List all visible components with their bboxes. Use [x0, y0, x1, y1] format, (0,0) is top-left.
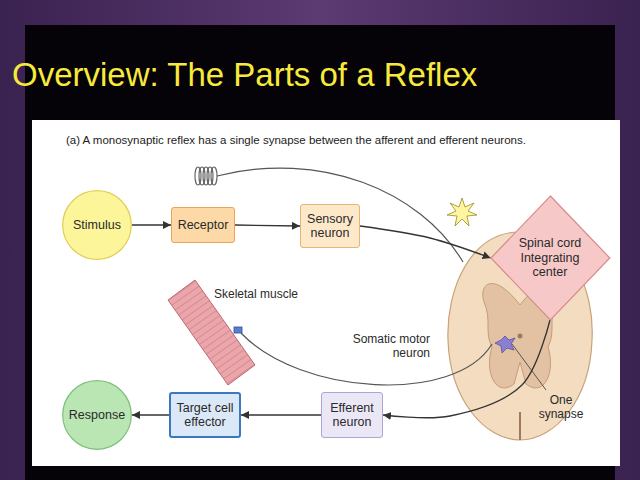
slide-title: Overview: The Parts of a Reflex [12, 56, 477, 94]
process-box: Sensory neuron [300, 204, 360, 248]
node-label: Sensory neuron [304, 212, 356, 241]
response-circle: Response [62, 380, 132, 450]
central-canal [518, 334, 523, 339]
node-text: Receptor [175, 218, 231, 232]
node-label: Response [67, 408, 127, 422]
connector-arrow [132, 414, 169, 415]
process-box: Efferent neuron [321, 392, 383, 438]
connector-arrow [132, 224, 171, 225]
node-text: Efferent neuron [325, 401, 379, 430]
sensory-axon [217, 168, 463, 262]
part-label: Somatic motor neuron [348, 332, 430, 361]
node-label: Target cell effector [173, 401, 237, 430]
node-label: Spinal cord Integrating center [517, 236, 583, 279]
process-box: Receptor [171, 207, 235, 243]
part-label: Skeletal muscle [214, 287, 298, 301]
motor-end-plate [234, 327, 242, 333]
connector-arrow [360, 226, 491, 258]
connectors [132, 225, 550, 418]
node-label: Stimulus [67, 218, 127, 232]
signal-burst [447, 198, 477, 226]
node-text: Response [67, 408, 127, 422]
integrating-diamond: Spinal cord Integrating center [491, 196, 610, 320]
connector-arrow [241, 414, 321, 415]
connector-arrow [235, 225, 300, 226]
node-text: Spinal cord Integrating center [517, 236, 583, 279]
node-text: Target cell effector [173, 401, 237, 430]
stimulus-circle: Stimulus [62, 190, 132, 260]
receptor-coil [195, 167, 217, 185]
effector-box: Target cell effector [169, 392, 241, 438]
part-label: One synapse [532, 393, 590, 422]
node-label: Efferent neuron [325, 401, 379, 430]
node-text: Stimulus [67, 218, 127, 232]
ventral-fissure [519, 412, 521, 440]
node-label: Receptor [175, 218, 231, 232]
motor-axon [241, 333, 492, 385]
figure-caption: (a) A monosynaptic reflex has a single s… [66, 134, 526, 146]
node-text: Sensory neuron [304, 212, 356, 241]
